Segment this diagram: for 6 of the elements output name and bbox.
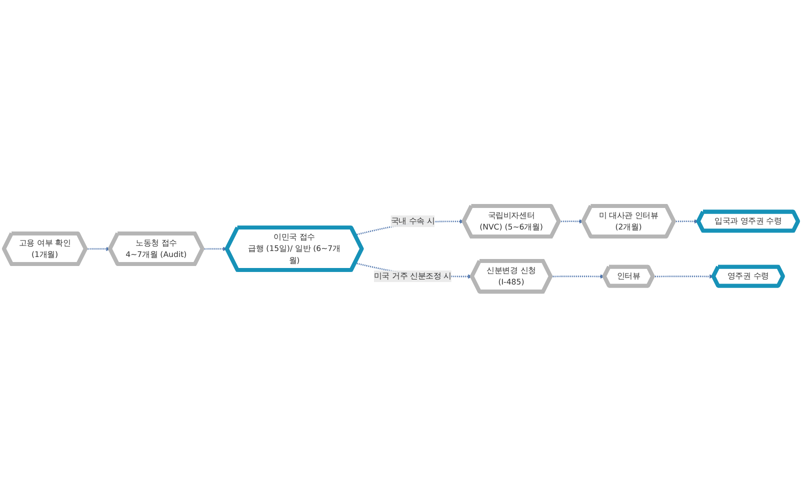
arrow — [653, 274, 714, 278]
arrow — [559, 219, 584, 224]
arrow — [550, 274, 605, 278]
arrow — [202, 246, 228, 251]
arrow — [86, 246, 110, 251]
arrow — [674, 219, 699, 224]
